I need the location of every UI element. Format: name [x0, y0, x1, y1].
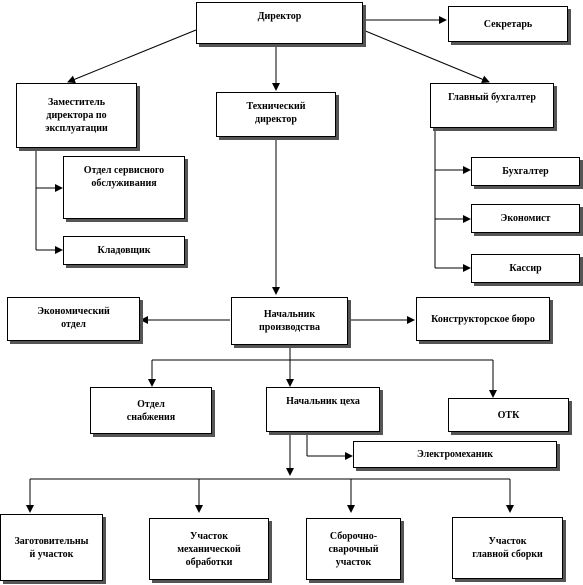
- technical-director-box: Технический директор: [216, 92, 336, 137]
- arrow-director-to-chiefacc: [362, 29, 490, 84]
- chief-accountant-box: Главный бухгалтер: [430, 83, 554, 128]
- procurement-site-box: Заготовительны й участок: [0, 514, 103, 581]
- economic-dept-box: Экономический отдел: [7, 297, 140, 341]
- supply-dept-box: Отдел снабжения: [90, 387, 212, 434]
- qc-box: ОТК: [448, 398, 569, 432]
- deputy-director-box: Заместитель директора по эксплуатации: [16, 83, 137, 148]
- welding-site-box: Сборочно- сварочный участок: [306, 518, 401, 580]
- production-head-box: Начальник производства: [231, 297, 348, 345]
- design-bureau-box: Конструкторское бюро: [416, 297, 550, 341]
- shop-head-box: Начальник цеха: [266, 387, 380, 432]
- secretary-box: Секретарь: [448, 6, 568, 42]
- economist-box: Экономист: [471, 204, 580, 233]
- machining-site-box: Участок механической обработки: [149, 518, 269, 580]
- final-assembly-site-box: Участок главной сборки: [452, 517, 563, 579]
- storekeeper-box: Кладовщик: [63, 236, 185, 265]
- electromechanic-box: Электромеханик: [353, 441, 557, 468]
- director-box: Директор: [196, 2, 363, 44]
- accountant-box: Бухгалтер: [471, 157, 580, 186]
- arrow-director-to-deputy: [67, 29, 197, 84]
- cashier-box: Кассир: [471, 254, 580, 283]
- service-dept-box: Отдел сервисного обслуживания: [63, 156, 185, 219]
